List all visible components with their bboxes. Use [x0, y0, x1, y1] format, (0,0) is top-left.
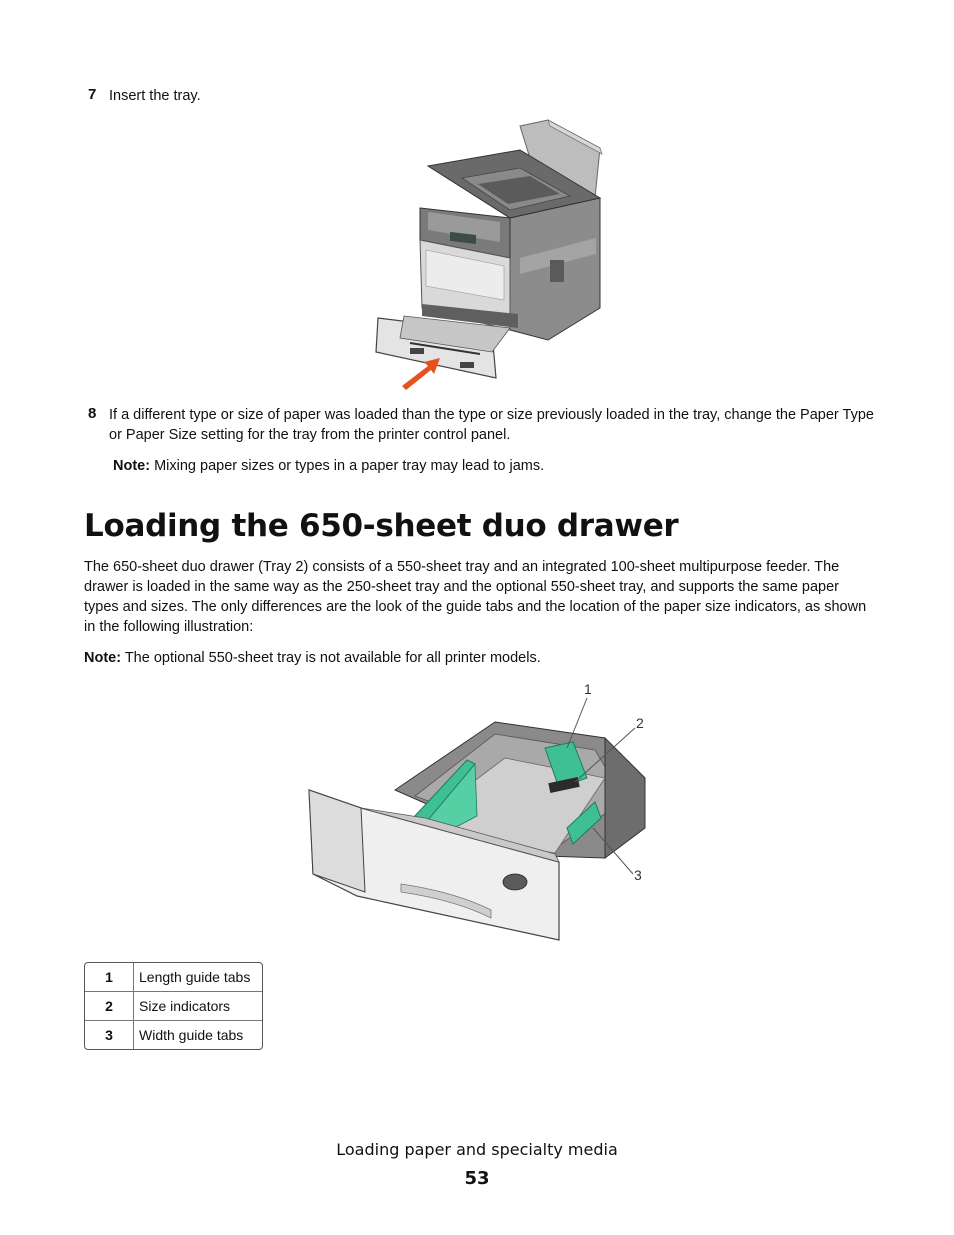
- table-row: 3 Width guide tabs: [85, 1021, 262, 1049]
- callout-table-wrapper: 1 Length guide tabs 2 Size indicators 3 …: [84, 962, 263, 1050]
- callout-number: 3: [85, 1021, 134, 1049]
- note-availability: Note: The optional 550-sheet tray is not…: [84, 648, 874, 668]
- note-label: Note:: [84, 650, 122, 666]
- note-text: The optional 550-sheet tray is not avail…: [121, 650, 541, 666]
- callout-number: 1: [85, 963, 134, 992]
- callout-description: Length guide tabs: [134, 963, 262, 992]
- figure-callout-1: 1: [584, 681, 592, 697]
- page-number: 53: [464, 1168, 490, 1189]
- step-8-number: 8: [88, 405, 97, 422]
- callout-description: Width guide tabs: [139, 1027, 244, 1043]
- table-row: 2 Size indicators: [85, 992, 262, 1021]
- drawer-illustration: 1 2 3: [305, 678, 651, 948]
- figure-callout-3: 3: [634, 867, 642, 883]
- section-heading: Loading the 650-sheet duo drawer: [84, 508, 679, 544]
- step-7-text: Insert the tray.: [109, 88, 201, 104]
- footer-section-title: Loading paper and specialty media: [336, 1140, 618, 1159]
- step-7-number: 7: [88, 86, 97, 103]
- callout-description: Size indicators: [134, 992, 262, 1021]
- step-8-text: If a different type or size of paper was…: [109, 407, 874, 443]
- note-jams: Note: Mixing paper sizes or types in a p…: [113, 456, 873, 476]
- callout-table: 1 Length guide tabs 2 Size indicators 3 …: [84, 962, 263, 1050]
- table-row: 1 Length guide tabs: [85, 963, 262, 992]
- note-text: Mixing paper sizes or types in a paper t…: [150, 458, 545, 474]
- figure-callout-2: 2: [636, 715, 644, 731]
- callout-number: 2: [85, 992, 134, 1021]
- section-paragraph: The 650-sheet duo drawer (Tray 2) consis…: [84, 559, 867, 635]
- note-label: Note:: [113, 458, 151, 474]
- printer-illustration: [370, 118, 606, 396]
